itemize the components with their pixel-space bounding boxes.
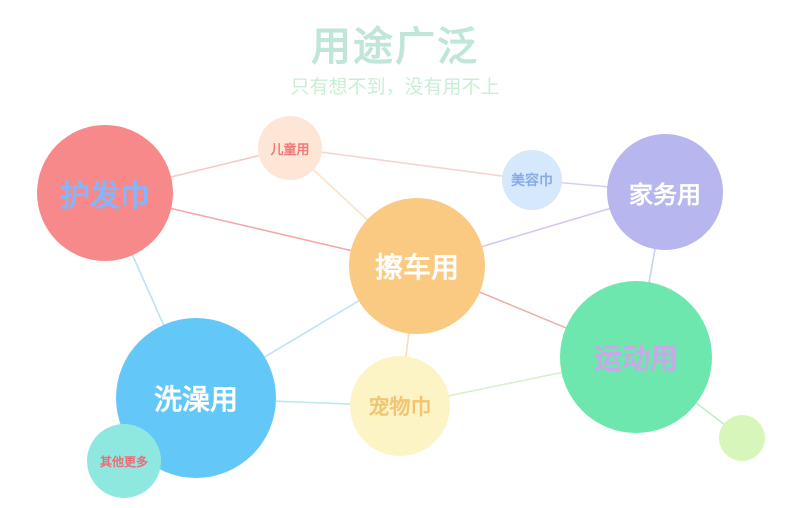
node-more: 其他更多 — [87, 424, 161, 498]
node-housework: 家务用 — [607, 134, 723, 250]
link-child-beauty — [289, 147, 533, 181]
node-child-use: 儿童用 — [258, 116, 322, 180]
page-title: 用途广泛 — [311, 24, 479, 70]
node-extra-bubble — [719, 415, 765, 461]
node-beauty-towel: 美容巾 — [502, 150, 562, 210]
node-car-wash: 擦车用 — [349, 198, 485, 334]
node-pet-towel: 宠物巾 — [350, 356, 450, 456]
node-hair-towel: 护发巾 — [37, 125, 173, 261]
node-sport: 运动用 — [560, 281, 712, 433]
page-subtitle: 只有想不到，没有用不上 — [290, 76, 500, 98]
